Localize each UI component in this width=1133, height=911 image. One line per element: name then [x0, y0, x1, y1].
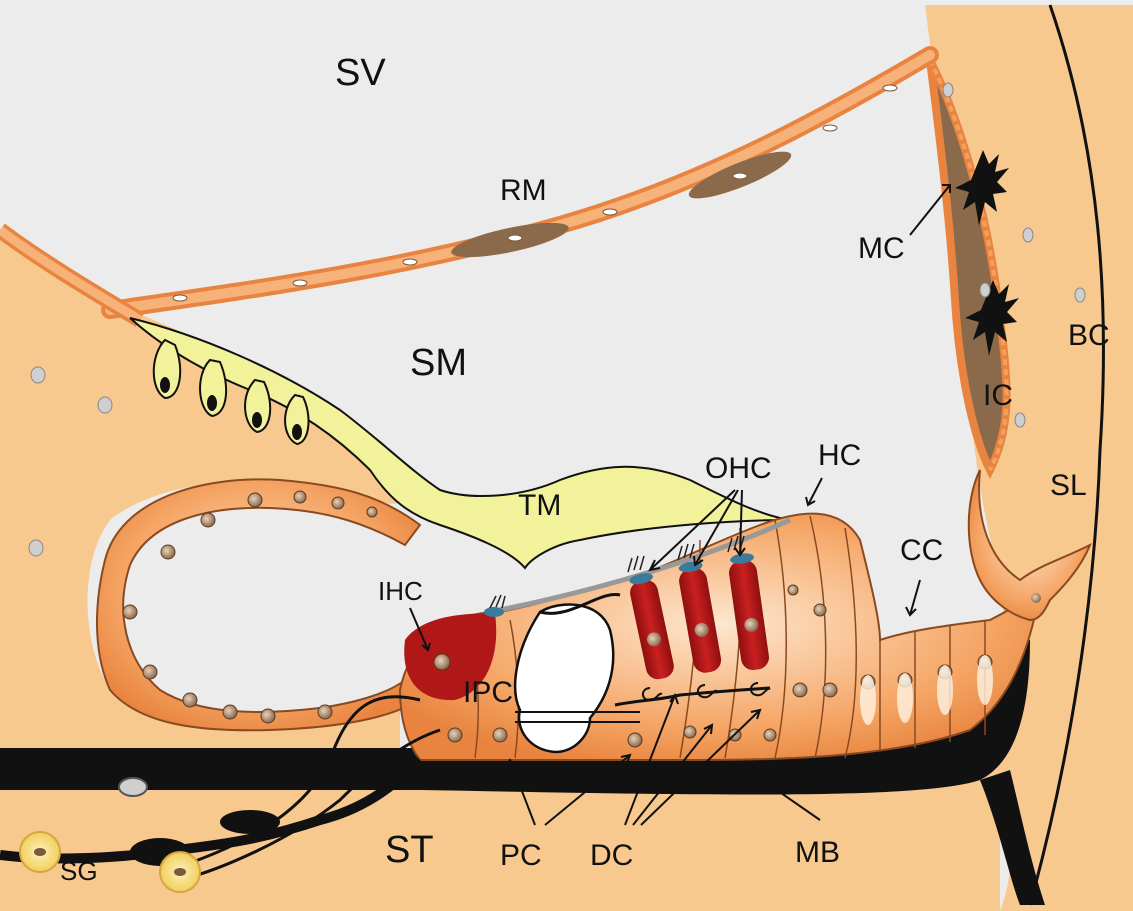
label-sm: SM [410, 342, 467, 384]
label-sl: SL [1050, 469, 1087, 502]
root-cell-nucleus [1031, 593, 1041, 603]
label-ipc: IPC [463, 676, 513, 709]
label-mb: MB [795, 836, 840, 869]
label-mc: MC [858, 232, 905, 265]
label-rm: RM [500, 174, 547, 207]
spiral-vessel [119, 778, 147, 796]
label-dc: DC [590, 839, 633, 872]
label-sg: SG [60, 856, 98, 886]
label-bc: BC [1068, 319, 1110, 352]
label-tm: TM [518, 489, 561, 522]
label-hc: HC [818, 439, 861, 472]
label-ic: IC [983, 379, 1013, 412]
label-ohc: OHC [705, 452, 772, 485]
label-st: ST [385, 829, 434, 871]
label-sv: SV [335, 52, 386, 94]
label-ihc: IHC [378, 576, 423, 606]
label-pc: PC [500, 839, 542, 872]
label-cc: CC [900, 534, 943, 567]
axon-swelling-2 [220, 810, 280, 834]
